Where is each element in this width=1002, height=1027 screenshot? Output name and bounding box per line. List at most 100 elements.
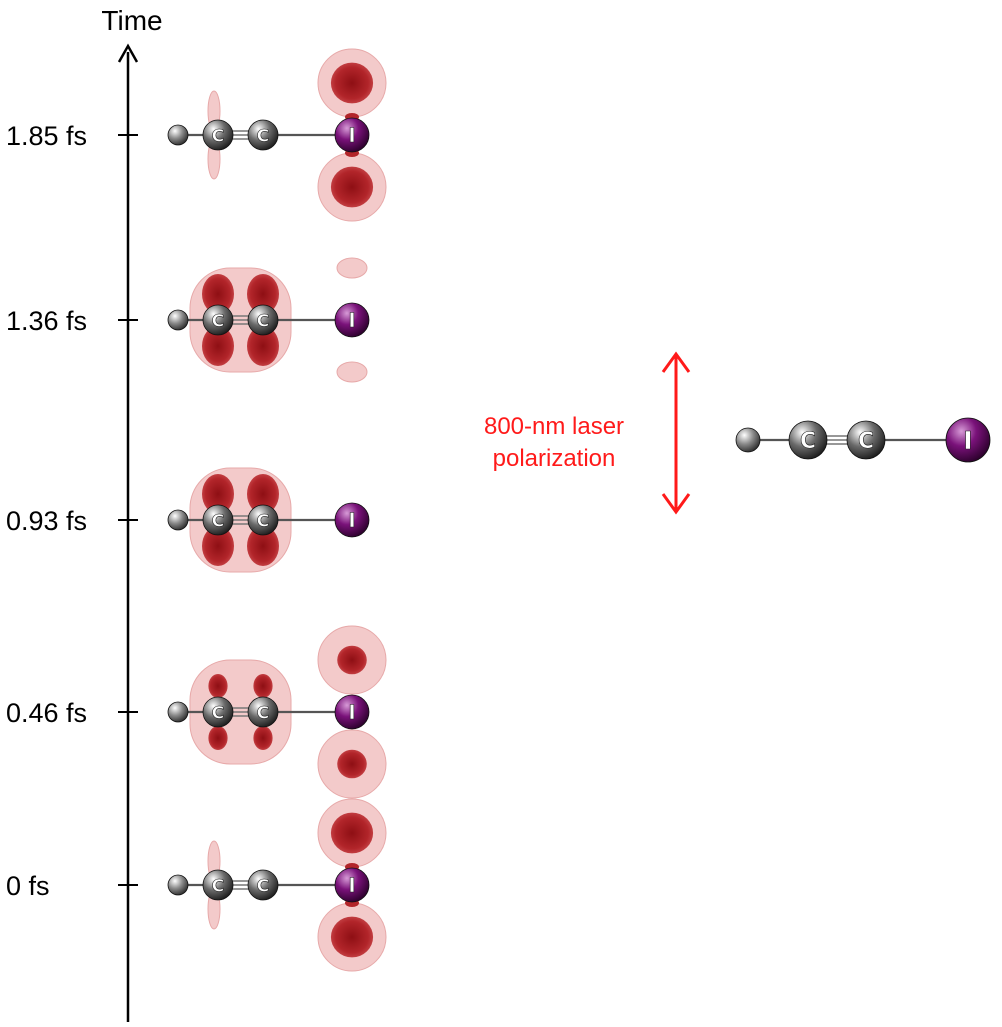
frame-2-iodine-atom-sphere bbox=[334, 502, 370, 538]
frame-0-carbon-atom-2-sphere bbox=[247, 119, 279, 151]
frame-3-iodine-atom-sphere bbox=[334, 694, 370, 730]
frame-4-carbon-atom-2-sphere bbox=[247, 869, 279, 901]
reference-carbon-atom-1-sphere bbox=[788, 420, 828, 460]
cc-density-lobe bbox=[247, 326, 279, 366]
frame-2-carbon-atom-1-sphere bbox=[202, 504, 234, 536]
frame-2-carbon-atom-1: C bbox=[202, 504, 234, 536]
polarization-arrow-bottom-head bbox=[661, 493, 691, 515]
frame-2-carbon-atom-1-letter: C bbox=[212, 511, 225, 531]
iodine-density-lobe-top-inner bbox=[337, 645, 367, 675]
frame-0-iodine-atom-sphere bbox=[334, 117, 370, 153]
polarization-label-line2: polarization bbox=[493, 445, 616, 472]
iodine-density-lobe-bottom bbox=[336, 361, 368, 383]
frame-0-iodine-atom: I bbox=[334, 117, 370, 153]
iodine-density-lobe-bottom bbox=[317, 729, 387, 799]
time-label: 1.85 fs bbox=[6, 121, 87, 151]
frame-4-hydrogen-atom-sphere bbox=[167, 874, 189, 896]
frame-4-iodine-atom: I bbox=[334, 867, 370, 903]
time-axis: Time bbox=[101, 5, 163, 1022]
frame-3-iodine-atom: I bbox=[334, 694, 370, 730]
reference-carbon-atom-1-letter: C bbox=[800, 429, 816, 454]
time-frame: 0.46 fs C C I bbox=[6, 625, 387, 799]
cc-density-lobe bbox=[253, 726, 273, 750]
frame-4-iodine-atom-letter: I bbox=[348, 874, 355, 897]
time-frame: 0.93 fs C C I bbox=[6, 467, 370, 573]
frame-2-hydrogen-atom bbox=[167, 509, 189, 531]
frame-4-iodine-atom-sphere bbox=[334, 867, 370, 903]
iodine-density-lobe-top-inner bbox=[330, 812, 374, 854]
frames: 1.85 fs C C I 1.36 fs C C I 0.93 fs C C I 0.46 fs C C I… bbox=[6, 48, 387, 972]
iodine-density-lobe-bottom bbox=[317, 902, 387, 972]
frame-1-iodine-atom-sphere bbox=[334, 302, 370, 338]
frame-4-carbon-atom-2-letter: C bbox=[257, 876, 270, 896]
frame-4-carbon-atom-1-sphere bbox=[202, 869, 234, 901]
iodine-density-lobe-top bbox=[317, 48, 387, 118]
polarization-arrow bbox=[661, 351, 691, 515]
frame-2-hydrogen-atom-sphere bbox=[167, 509, 189, 531]
frame-3-carbon-atom-1-letter: C bbox=[212, 703, 225, 723]
cc-density-lobe bbox=[202, 326, 234, 366]
cc-density-lobe bbox=[208, 726, 228, 750]
frame-1-carbon-atom-1: C bbox=[202, 304, 234, 336]
reference-iodine-atom-letter: I bbox=[963, 426, 972, 455]
iodine-density-lobe-bottom-inner bbox=[330, 166, 374, 208]
frame-1-carbon-atom-2-sphere bbox=[247, 304, 279, 336]
frame-0-hydrogen-atom bbox=[167, 124, 189, 146]
frame-3-carbon-atom-1: C bbox=[202, 696, 234, 728]
frame-1-iodine-atom: I bbox=[334, 302, 370, 338]
time-label: 0.46 fs bbox=[6, 698, 87, 728]
frame-2-carbon-atom-2-sphere bbox=[247, 504, 279, 536]
frame-3-carbon-atom-1-sphere bbox=[202, 696, 234, 728]
reference-hydrogen-atom-sphere bbox=[735, 427, 761, 453]
frame-0-hydrogen-atom-sphere bbox=[167, 124, 189, 146]
frame-3-iodine-atom-letter: I bbox=[348, 701, 355, 724]
frame-1-carbon-atom-2: C bbox=[247, 304, 279, 336]
frame-0-carbon-atom-1-letter: C bbox=[212, 126, 225, 146]
frame-2-carbon-atom-2: C bbox=[247, 504, 279, 536]
cc-density-lobe bbox=[247, 474, 279, 514]
polarization-arrow-top-head bbox=[661, 351, 691, 373]
time-label: 0.93 fs bbox=[6, 506, 87, 536]
iodine-density-lobe-top-outer bbox=[336, 257, 368, 279]
time-axis-arrowhead bbox=[117, 43, 139, 63]
frame-3-hydrogen-atom-sphere bbox=[167, 701, 189, 723]
frame-1-carbon-atom-2-letter: C bbox=[257, 311, 270, 331]
iodine-density-lobe-top bbox=[317, 625, 387, 695]
frame-0-carbon-atom-2-letter: C bbox=[257, 126, 270, 146]
iodine-density-lobe-top-inner bbox=[330, 62, 374, 104]
reference-hydrogen-atom bbox=[735, 427, 761, 453]
cc-density-lobe bbox=[202, 474, 234, 514]
iodine-density-lobe-bottom-inner bbox=[330, 916, 374, 958]
cc-density-lobe bbox=[247, 274, 279, 314]
reference-iodine-atom-sphere bbox=[945, 417, 991, 463]
iodine-density-lobe-bottom-inner bbox=[337, 749, 367, 779]
cc-density-lobe bbox=[253, 674, 273, 698]
reference-carbon-atom-2-letter: C bbox=[858, 429, 874, 454]
frame-0-carbon-atom-1-sphere bbox=[202, 119, 234, 151]
polarization-label-line1: 800-nm laser bbox=[484, 413, 624, 440]
iodine-density-lobe-top bbox=[317, 798, 387, 868]
time-frame: 1.85 fs C C I bbox=[6, 48, 387, 222]
time-axis-label: Time bbox=[101, 5, 162, 36]
iodine-density-lobe-top bbox=[336, 257, 368, 279]
frame-1-carbon-atom-1-sphere bbox=[202, 304, 234, 336]
time-label: 0 fs bbox=[6, 871, 50, 901]
frame-1-carbon-atom-1-letter: C bbox=[212, 311, 225, 331]
polarization-annotation: 800-nm laser polarization bbox=[484, 351, 691, 515]
iodine-density-lobe-bottom-outer bbox=[336, 361, 368, 383]
time-label: 1.36 fs bbox=[6, 306, 87, 336]
frame-3-carbon-atom-2-letter: C bbox=[257, 703, 270, 723]
reference-carbon-atom-2-sphere bbox=[846, 420, 886, 460]
cc-density-lobe bbox=[208, 674, 228, 698]
reference-carbon-atom-2: C bbox=[846, 420, 886, 460]
frame-4-hydrogen-atom bbox=[167, 874, 189, 896]
cc-density-lobe bbox=[202, 274, 234, 314]
frame-2-carbon-atom-2-letter: C bbox=[257, 511, 270, 531]
cc-density-lobe bbox=[247, 526, 279, 566]
frame-1-hydrogen-atom-sphere bbox=[167, 309, 189, 331]
frame-2-iodine-atom-letter: I bbox=[348, 509, 355, 532]
time-frame: 1.36 fs C C I bbox=[6, 257, 370, 383]
